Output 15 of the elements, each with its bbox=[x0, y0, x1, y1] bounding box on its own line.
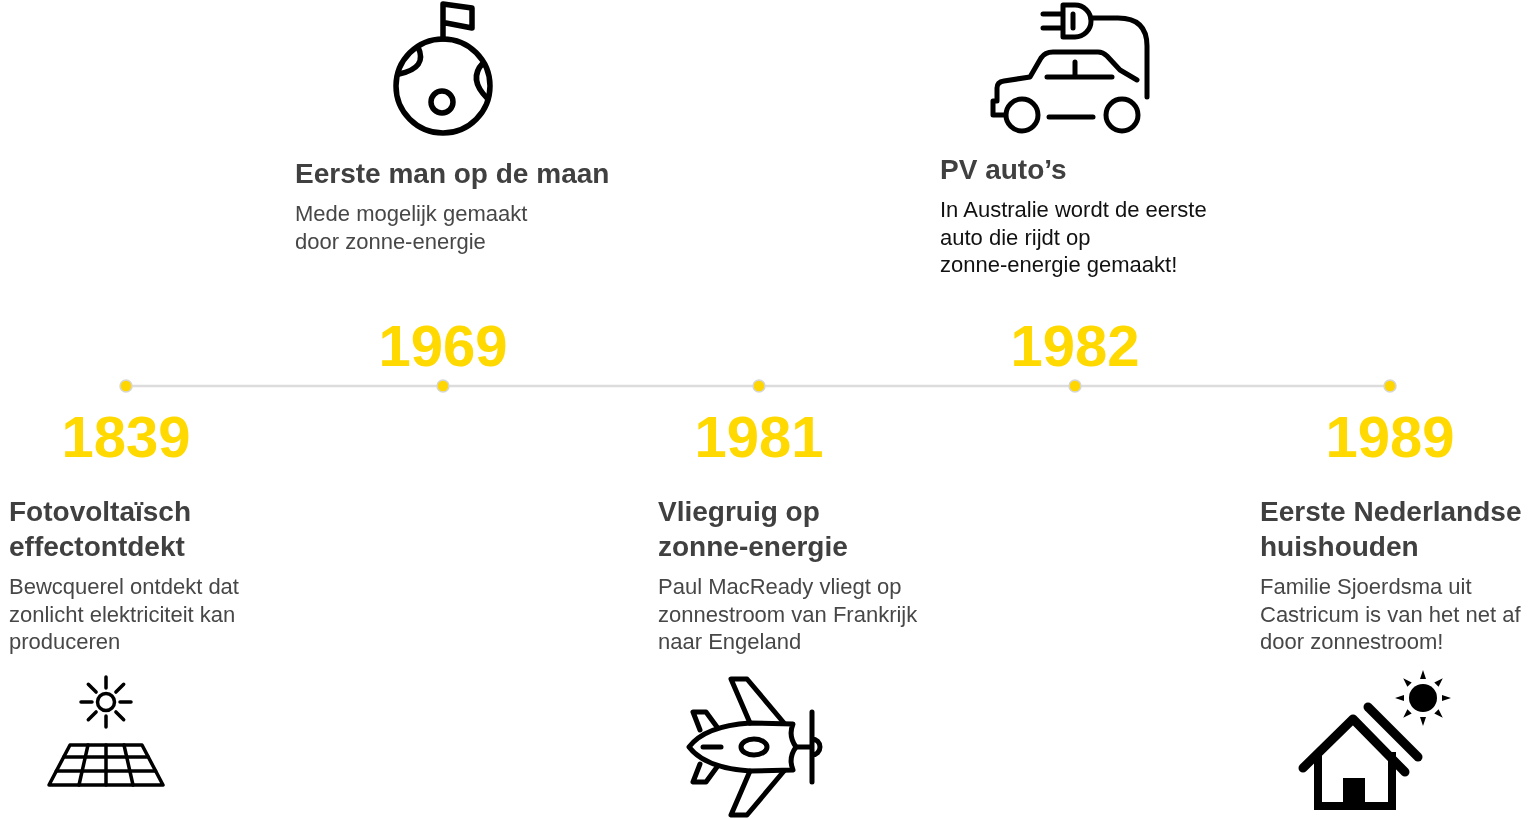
event-description: Mede mogelijk gemaakt door zonne-energie bbox=[295, 200, 529, 255]
event-description: Familie Sjoerdsma uit Castricum is van het net af door zonnestroom! bbox=[1260, 573, 1522, 656]
event-title: Fotovoltaïsch effectontdekt bbox=[9, 495, 192, 564]
event-description: In Australie wordt de eerste auto die rijdt op zonne-energie gemaakt! bbox=[940, 196, 1208, 279]
event-title: Vliegruig op zonne-energie bbox=[658, 495, 849, 564]
year-label: 1969 bbox=[377, 317, 509, 375]
year-label: 1989 bbox=[1324, 408, 1456, 466]
event-title: Eerste Nederlandse huishouden bbox=[1260, 495, 1523, 564]
year-label: 1981 bbox=[693, 408, 825, 466]
year-label: 1982 bbox=[1009, 317, 1141, 375]
event-description: Paul MacReady vliegt op zonnestroom van Frankrijk naar Engeland bbox=[658, 573, 919, 656]
event-description: Bewcquerel ontdekt dat zonlicht elektriciteit kan produceren bbox=[9, 573, 240, 656]
event-title: Eerste man op de maan bbox=[295, 157, 611, 191]
event-title: PV auto’s bbox=[940, 153, 1068, 187]
year-label: 1839 bbox=[60, 408, 192, 466]
